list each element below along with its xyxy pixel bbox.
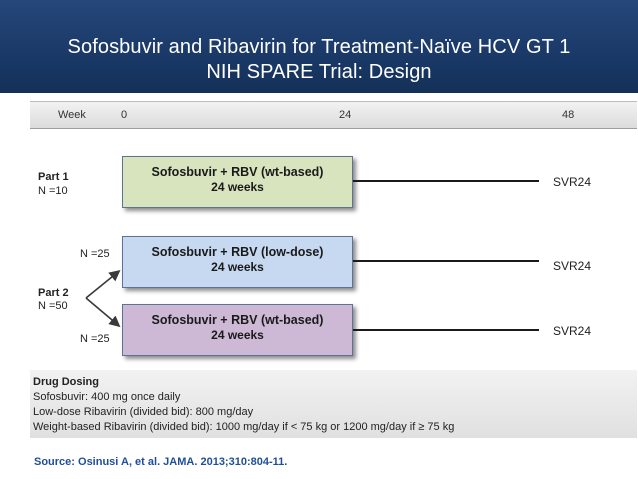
dosing-line-1: Sofosbuvir: 400 mg once daily bbox=[33, 391, 181, 403]
part1-n: N =10 bbox=[38, 185, 68, 197]
title-line-1: Sofosbuvir and Ribavirin for Treatment-N… bbox=[67, 36, 571, 58]
part1-arm-name: Sofosbuvir + RBV (wt-based) bbox=[151, 165, 324, 179]
part2-arm2-box: Sofosbuvir + RBV (wt-based) 24 weeks bbox=[122, 304, 353, 356]
arrow-to-low-dose bbox=[85, 269, 121, 299]
part2-arm1-n: N =25 bbox=[80, 248, 110, 260]
dosing-line-2: Low-dose Ribavirin (divided bid): 800 mg… bbox=[33, 406, 254, 418]
title-line-2: NIH SPARE Trial: Design bbox=[206, 61, 432, 83]
title-banner: Sofosbuvir and Ribavirin for Treatment-N… bbox=[0, 0, 638, 93]
drug-dosing-panel: Drug Dosing Sofosbuvir: 400 mg once dail… bbox=[30, 370, 637, 438]
part2-arm2-name: Sofosbuvir + RBV (wt-based) bbox=[151, 313, 324, 327]
timeline-tick-0: 0 bbox=[121, 109, 128, 121]
part2-arm1-line bbox=[353, 260, 539, 262]
week-timeline: Week 0 24 48 bbox=[30, 101, 637, 129]
dosing-line-3: Weight-based Ribavirin (divided bid): 10… bbox=[33, 421, 455, 433]
source-citation: Source: Osinusi A, et al. JAMA. 2013;310… bbox=[34, 456, 288, 468]
part1-outcome: SVR24 bbox=[553, 175, 592, 189]
arrow-to-wt-based bbox=[85, 297, 121, 328]
randomization-arrows bbox=[85, 269, 121, 328]
part2-arm1-duration: 24 weeks bbox=[211, 260, 264, 274]
part2-arm1-name: Sofosbuvir + RBV (low-dose) bbox=[151, 245, 324, 259]
part2-arm2-duration: 24 weeks bbox=[211, 328, 264, 342]
part2-n: N =50 bbox=[38, 300, 68, 312]
dosing-title: Drug Dosing bbox=[33, 376, 99, 388]
part1-arm-box: Sofosbuvir + RBV (wt-based) 24 weeks bbox=[122, 156, 353, 208]
part2-arm1-box: Sofosbuvir + RBV (low-dose) 24 weeks bbox=[122, 236, 353, 288]
part1-arm-line bbox=[353, 180, 539, 182]
part2-arm1-outcome: SVR24 bbox=[553, 259, 592, 273]
part2-arm2-n: N =25 bbox=[80, 333, 110, 345]
timeline-tick-48: 48 bbox=[562, 109, 575, 121]
part1-arm-duration: 24 weeks bbox=[211, 180, 264, 194]
timeline-tick-24: 24 bbox=[339, 109, 352, 121]
part2-label: Part 2 bbox=[38, 287, 69, 299]
part1-label: Part 1 bbox=[38, 171, 69, 183]
part2-arm2-outcome: SVR24 bbox=[553, 324, 592, 338]
timeline-week-label: Week bbox=[58, 109, 86, 121]
part2-arm2-line bbox=[353, 329, 539, 331]
